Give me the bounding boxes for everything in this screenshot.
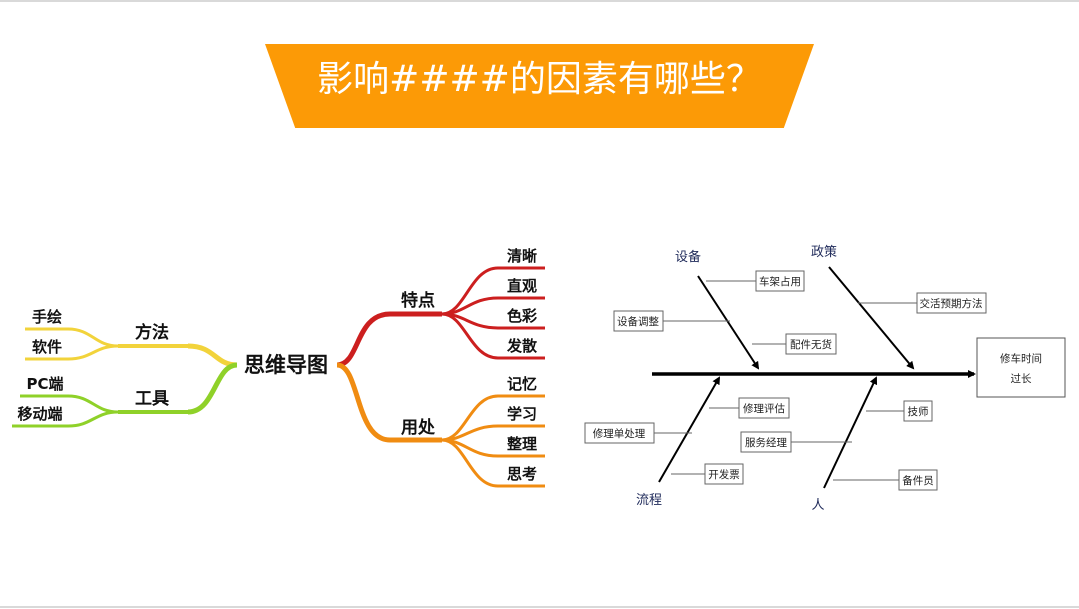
cause-invoice: 开发票 — [708, 468, 740, 481]
cause-box-invoice — [704, 463, 744, 485]
cause-box-technician — [903, 400, 933, 422]
leaf-hand-drawn: 手绘 — [32, 308, 62, 326]
leaf-line-think — [441, 438, 545, 488]
leaf-think: 思考 — [507, 465, 537, 483]
cause-delivery-prediction: 交活预期方法 — [920, 297, 983, 310]
category-policy: 政策 — [811, 244, 837, 260]
leaf-pc: PC端 — [26, 375, 63, 393]
cause-box-eval — [738, 397, 790, 419]
bottom-divider — [0, 606, 1079, 608]
cause-box-order — [584, 422, 655, 444]
leaf-organize: 整理 — [507, 435, 537, 453]
cause-service-manager: 服务经理 — [745, 436, 787, 449]
cause-equipment-adjust: 设备调整 — [617, 315, 659, 328]
title-banner-shape — [265, 44, 814, 128]
leaf-clear: 清晰 — [507, 247, 537, 265]
leaf-mobile: 移动端 — [17, 405, 62, 423]
branch-line-method — [187, 343, 238, 368]
cause-order-processing: 修理单处理 — [593, 427, 646, 440]
leaf-line-diverge — [441, 312, 545, 360]
branch-method: 方法 — [135, 322, 169, 343]
bone-people — [823, 376, 878, 489]
cause-box-clerk — [898, 469, 938, 491]
leaf-software: 软件 — [32, 338, 62, 356]
cause-box-manager — [740, 431, 792, 453]
mindmap-center: 思维导图 — [244, 353, 328, 377]
fishbone-head-line2: 过长 — [1011, 372, 1033, 385]
branch-line-features — [336, 311, 442, 368]
cause-technician: 技师 — [908, 405, 929, 418]
leaf-intuitive: 直观 — [507, 277, 537, 295]
leaf-line-mobile — [12, 410, 119, 428]
fishbone-head-line1: 修车时间 — [1000, 352, 1042, 365]
cause-repair-eval: 修理评估 — [743, 402, 785, 415]
fishbone-diagram: 修车时间 过长 设备 政策 流程 人 车架占用 设备调整 配件无货 交活预期方法 — [584, 244, 1066, 513]
title-banner: 影响####的因素有哪些？ — [265, 44, 814, 128]
branch-tools: 工具 — [135, 389, 169, 409]
leaf-color: 色彩 — [507, 307, 537, 325]
branch-uses: 用处 — [401, 417, 436, 438]
cause-box-adjust — [613, 310, 664, 332]
category-people: 人 — [811, 498, 824, 513]
leaf-study: 学习 — [507, 405, 537, 423]
cause-parts-out: 配件无货 — [790, 338, 832, 351]
fishbone-head-box — [976, 337, 1066, 398]
branch-features: 特点 — [401, 290, 435, 311]
category-equipment: 设备 — [675, 249, 701, 265]
mind-map: 思维导图 方法 工具 手绘 软件 PC端 移动端 特点 用处 清晰 直观 色彩 … — [12, 247, 545, 488]
branch-line-uses — [336, 362, 442, 443]
leaf-diverge: 发散 — [506, 337, 538, 355]
page-title: 影响####的因素有哪些？ — [317, 59, 762, 100]
cause-frame-occupied: 车架占用 — [759, 275, 801, 288]
cause-parts-clerk: 备件员 — [902, 474, 934, 487]
bone-equipment — [697, 275, 760, 370]
branch-line-tools — [187, 362, 238, 415]
bone-process — [658, 376, 720, 483]
cause-box-parts — [785, 333, 837, 355]
top-divider — [0, 0, 1079, 2]
leaf-line-software — [25, 344, 119, 361]
category-process: 流程 — [636, 493, 662, 508]
leaf-memory: 记忆 — [507, 375, 537, 393]
cause-box-prediction — [916, 292, 987, 314]
bone-policy — [828, 266, 915, 370]
cause-box-frame — [755, 270, 805, 292]
